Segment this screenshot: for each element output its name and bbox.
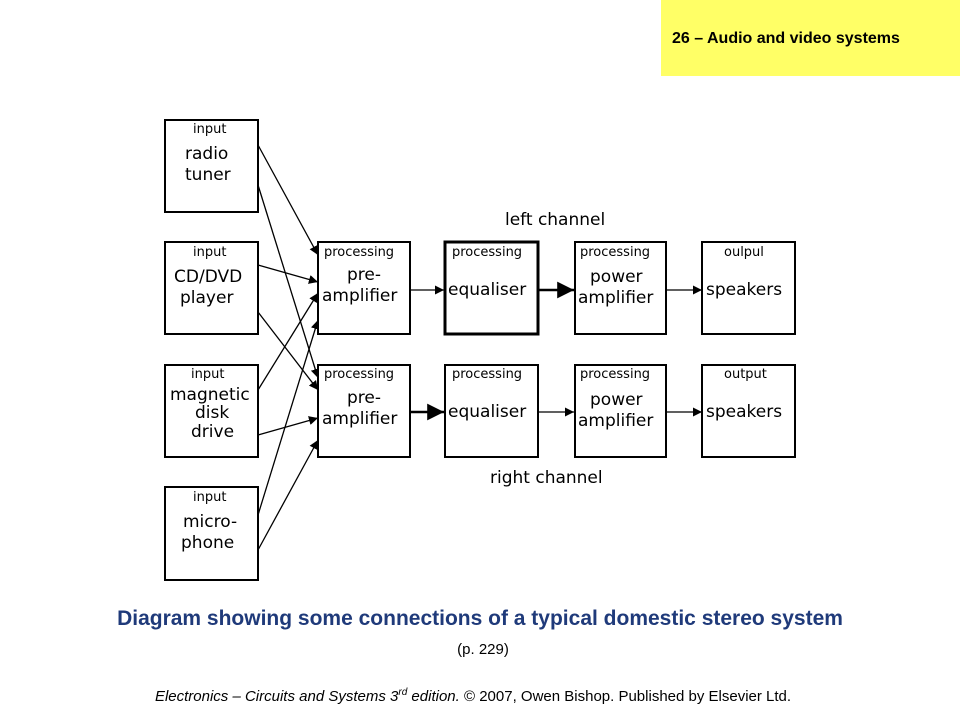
footer-credit: Electronics – Circuits and Systems 3rd e… [0, 687, 946, 705]
input-microphone: input micro- phone [164, 486, 259, 581]
left-equaliser: processing equaliser [443, 240, 540, 336]
wire-disk-to-left-preamp [257, 292, 319, 391]
stereo-system-diagram: left channel right channel input radio t… [164, 119, 796, 581]
wire-cd-to-right-preamp [257, 311, 319, 391]
wire-mic-to-right-preamp [257, 439, 319, 551]
box-category: input [191, 367, 224, 382]
box-category: output [724, 367, 767, 382]
box-category: processing [580, 245, 650, 260]
chapter-banner: 26 – Audio and video systems [661, 0, 960, 76]
footer-book-title: Electronics – Circuits and Systems 3 [154, 688, 399, 705]
box-label-line: amplifier [578, 411, 653, 431]
box-label-line: magnetic [170, 385, 250, 405]
diagram-caption: Diagram showing some connections of a ty… [117, 607, 843, 630]
box-category: input [193, 490, 226, 505]
right-speakers: output speakers [701, 364, 796, 458]
box-label-line: equaliser [448, 402, 526, 422]
box-label-line: amplifier [578, 288, 653, 308]
input-radio-tuner: input radio tuner [164, 119, 259, 213]
right-power-amplifier: processing power amplifier [574, 364, 667, 458]
box-label-line: speakers [706, 280, 782, 300]
box-label-line: speakers [706, 402, 782, 422]
box-label-line: pre- [347, 388, 381, 408]
footer-copyright: © 2007, Owen Bishop. Published by Elsevi… [463, 688, 792, 705]
chapter-title: 26 – Audio and video systems [672, 30, 900, 47]
box-category: oulpul [724, 245, 764, 260]
wire-cd-to-left-preamp [257, 264, 319, 284]
input-magnetic-disk-drive: input magnetic disk drive [164, 364, 259, 458]
box-category: processing [324, 245, 394, 260]
box-category: processing [452, 245, 522, 260]
box-label-line: equaliser [448, 280, 526, 300]
left-speakers: oulpul speakers [701, 241, 796, 335]
box-category: processing [452, 367, 522, 382]
box-label-line: micro- [183, 512, 237, 532]
right-equaliser: processing equaliser [444, 364, 539, 458]
left-pre-amplifier: processing pre- amplifier [317, 241, 411, 335]
page-reference: (p. 229) [457, 641, 509, 658]
left-power-amplifier: processing power amplifier [574, 241, 667, 335]
box-category: input [193, 122, 226, 137]
left-channel-label: left channel [505, 210, 605, 230]
box-category: processing [324, 367, 394, 382]
footer-edition-suffix: rd [398, 687, 408, 698]
box-label-line: pre- [347, 265, 381, 285]
wire-radio-to-left-preamp [257, 144, 319, 256]
connection-wires [257, 144, 702, 551]
box-category: input [193, 245, 226, 260]
box-label-line: amplifier [322, 409, 397, 429]
box-category: processing [580, 367, 650, 382]
right-channel-label: right channel [490, 468, 603, 488]
box-label-line: CD/DVD [174, 267, 242, 287]
input-cd-dvd-player: input CD/DVD player [164, 241, 259, 335]
wire-mic-to-left-preamp [257, 319, 320, 516]
box-label-line: drive [191, 422, 234, 442]
box-label-line: power [590, 267, 643, 287]
wire-disk-to-right-preamp [257, 416, 319, 436]
box-label-line: radio [185, 144, 228, 164]
box-label-line: amplifier [322, 286, 397, 306]
footer-edition: edition. [407, 688, 464, 705]
box-label-line: tuner [185, 165, 231, 185]
box-label-line: disk [195, 403, 229, 423]
box-label-line: player [180, 288, 233, 308]
box-label-line: power [590, 390, 643, 410]
wire-radio-to-right-preamp [257, 184, 320, 379]
box-label-line: phone [181, 533, 234, 553]
right-pre-amplifier: processing pre- amplifier [317, 364, 411, 458]
